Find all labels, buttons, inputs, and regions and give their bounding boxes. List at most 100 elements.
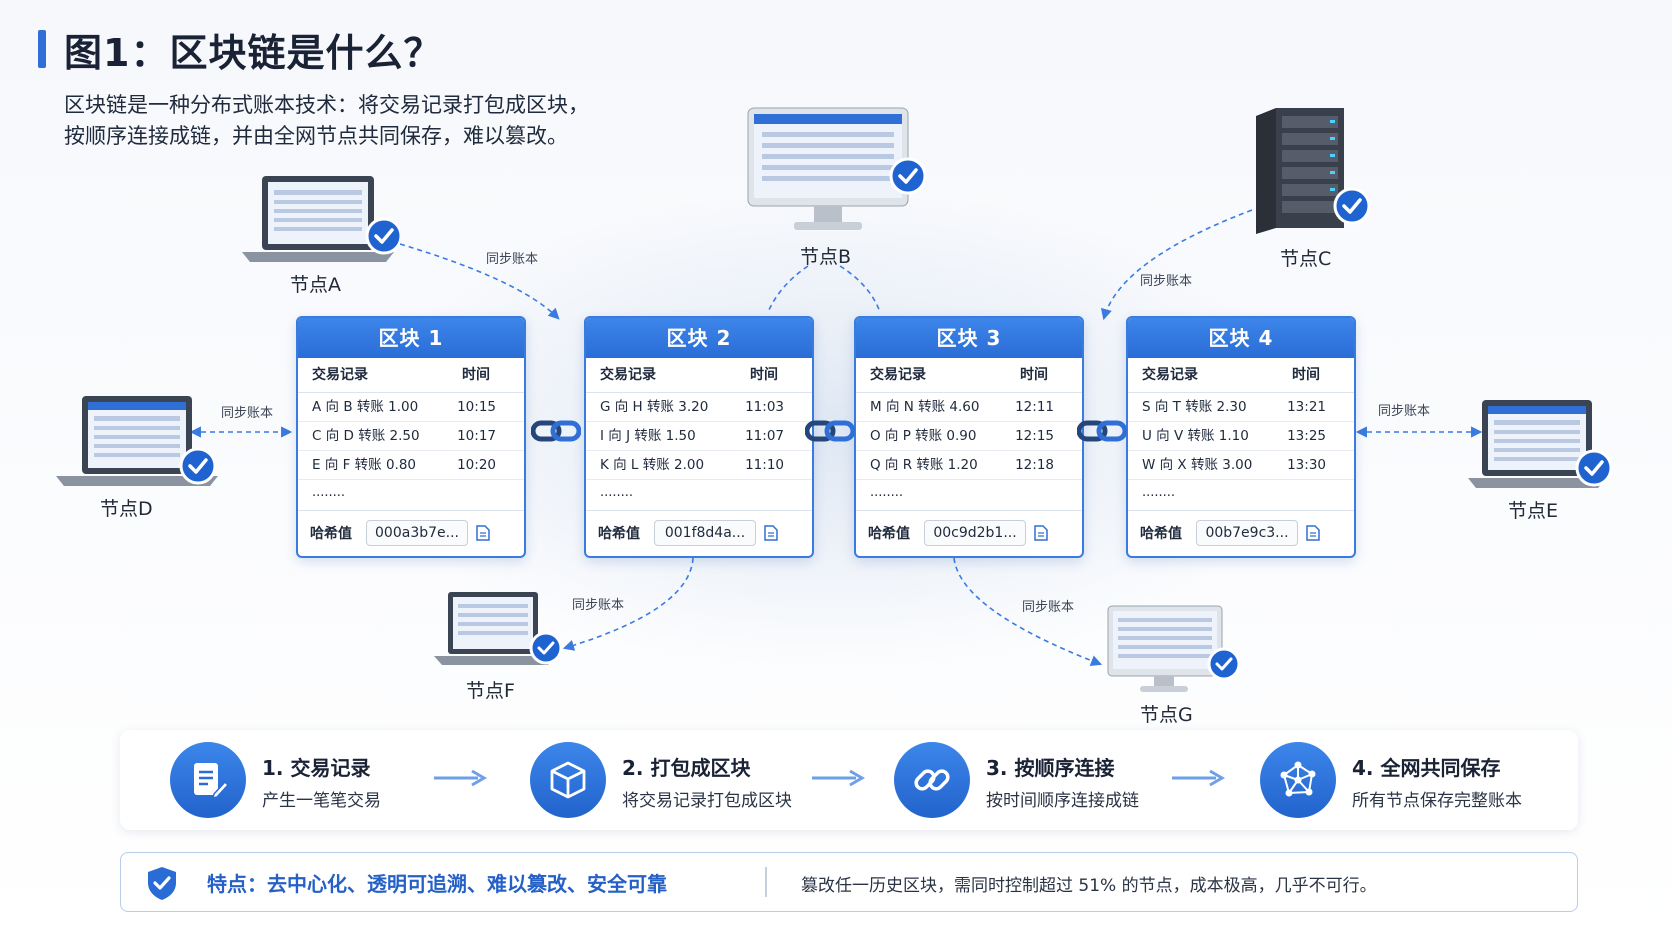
row-ellipsis: ........ — [586, 480, 812, 511]
table-row: I 向 J 转账 1.50 11:07 — [586, 422, 812, 451]
chain-link-icon — [531, 420, 581, 442]
shield-check-icon — [148, 867, 176, 900]
block-title: 区块 4 — [1128, 318, 1354, 358]
hash-label: 哈希值 — [598, 526, 640, 542]
document-icon — [1306, 525, 1320, 541]
node-a-laptop-icon — [240, 174, 400, 266]
check-badge-icon — [529, 631, 563, 665]
connector-node-c — [1100, 209, 1253, 321]
row-record: O 向 P 转账 0.90 — [870, 428, 977, 444]
step-desc: 所有节点保存完整账本 — [1352, 791, 1522, 811]
arrow-right-icon — [434, 769, 487, 787]
node-b-monitor-icon — [744, 106, 930, 236]
node-e-laptop-icon — [1468, 398, 1618, 494]
row-record: A 向 B 转账 1.00 — [312, 399, 419, 415]
sync-label-e: 同步账本 — [1378, 404, 1431, 419]
chain-link-icon — [894, 742, 970, 818]
row-time: 13:21 — [1287, 399, 1326, 415]
step-title: 1. 交易记录 — [262, 756, 371, 780]
row-record: M 向 N 转账 4.60 — [870, 399, 980, 415]
document-icon — [1034, 525, 1048, 541]
node-g-label: 节点G — [1140, 704, 1193, 726]
check-badge-icon — [179, 447, 217, 485]
header-record: 交易记录 — [312, 367, 368, 383]
table-header: 交易记录 时间 — [298, 358, 524, 393]
table-row: A 向 B 转账 1.00 10:15 — [298, 393, 524, 422]
row-ellipsis: ........ — [856, 480, 1082, 511]
row-time: 11:07 — [745, 428, 784, 444]
table-row: S 向 T 转账 2.30 13:21 — [1128, 393, 1354, 422]
hash-label: 哈希值 — [1140, 526, 1182, 542]
sync-label-f: 同步账本 — [572, 598, 625, 613]
step-desc: 按时间顺序连接成链 — [986, 791, 1139, 811]
node-b-label: 节点B — [800, 246, 852, 268]
step-title: 3. 按顺序连接 — [986, 756, 1115, 780]
block-title: 区块 2 — [586, 318, 812, 358]
node-c-server-icon — [1252, 106, 1376, 238]
hash-label: 哈希值 — [868, 526, 910, 542]
connector-node-b-left — [767, 265, 809, 313]
hash-value: 00b7e9c3... — [1196, 520, 1298, 546]
table-row: Q 向 R 转账 1.20 12:18 — [856, 451, 1082, 480]
block-title: 区块 1 — [298, 318, 524, 358]
hash-row: 哈希值 00b7e9c3... — [1128, 511, 1354, 555]
row-time: 12:18 — [1015, 457, 1054, 473]
row-ellipsis: ........ — [1128, 480, 1354, 511]
row-time: 12:15 — [1015, 428, 1054, 444]
row-record: E 向 F 转账 0.80 — [312, 457, 417, 473]
page-title: 图1：区块链是什么？ — [64, 31, 443, 75]
arrow-right-icon — [1172, 769, 1225, 787]
row-record: U 向 V 转账 1.10 — [1142, 428, 1249, 444]
row-ellipsis: ........ — [298, 480, 524, 511]
node-e-label: 节点E — [1508, 500, 1559, 522]
row-time: 11:03 — [745, 399, 784, 415]
row-record: S 向 T 转账 2.30 — [1142, 399, 1247, 415]
header-time: 时间 — [1292, 367, 1320, 383]
document-icon — [764, 525, 778, 541]
hash-row: 哈希值 001f8d4a... — [586, 511, 812, 555]
features-divider — [765, 867, 767, 897]
table-row: M 向 N 转账 4.60 12:11 — [856, 393, 1082, 422]
header-record: 交易记录 — [870, 367, 926, 383]
row-time: 12:11 — [1015, 399, 1054, 415]
step-desc: 将交易记录打包成区块 — [622, 791, 792, 811]
row-record: Q 向 R 转账 1.20 — [870, 457, 978, 473]
row-record: C 向 D 转账 2.50 — [312, 428, 420, 444]
row-record: W 向 X 转账 3.00 — [1142, 457, 1253, 473]
row-record: I 向 J 转账 1.50 — [600, 428, 696, 444]
arrow-right-icon — [812, 769, 865, 787]
check-badge-icon — [1207, 647, 1241, 681]
row-time: 11:10 — [745, 457, 784, 473]
check-badge-icon — [365, 217, 400, 255]
block-title: 区块 3 — [856, 318, 1082, 358]
hash-value: 000a3b7e... — [366, 520, 468, 546]
row-time: 10:17 — [457, 428, 496, 444]
chain-link-icon — [805, 420, 855, 442]
features-note: 篡改任一历史区块，需同时控制超过 51% 的节点，成本极高，几乎不可行。 — [801, 876, 1377, 896]
connector-node-b-right — [839, 265, 881, 313]
check-badge-icon — [889, 157, 927, 195]
row-time: 10:15 — [457, 399, 496, 415]
sync-label-a: 同步账本 — [486, 252, 539, 267]
node-c-label: 节点C — [1280, 248, 1332, 270]
table-row: O 向 P 转账 0.90 12:15 — [856, 422, 1082, 451]
features-main-text: 特点：去中心化、透明可追溯、难以篡改、安全可靠 — [207, 872, 667, 896]
header-record: 交易记录 — [1142, 367, 1198, 383]
header-time: 时间 — [1020, 367, 1048, 383]
table-header: 交易记录时间 — [586, 358, 812, 393]
node-d-label: 节点D — [100, 498, 153, 520]
check-badge-icon — [1333, 187, 1371, 225]
block-1: 区块 1 交易记录 时间 A 向 B 转账 1.00 10:15 C 向 D 转账 … — [296, 316, 526, 558]
hash-row: 哈希值 000a3b7e... — [298, 511, 524, 555]
node-d-laptop-icon — [54, 394, 222, 490]
chain-link-icon — [1077, 420, 1127, 442]
header-time: 时间 — [462, 367, 490, 383]
block-3: 区块 3 交易记录 时间 M 向 N 转账 4.60 12:11 O 向 P 转账 … — [854, 316, 1084, 558]
sync-label-c: 同步账本 — [1140, 274, 1193, 289]
hash-label: 哈希值 — [310, 526, 352, 542]
step-title: 2. 打包成区块 — [622, 756, 751, 780]
